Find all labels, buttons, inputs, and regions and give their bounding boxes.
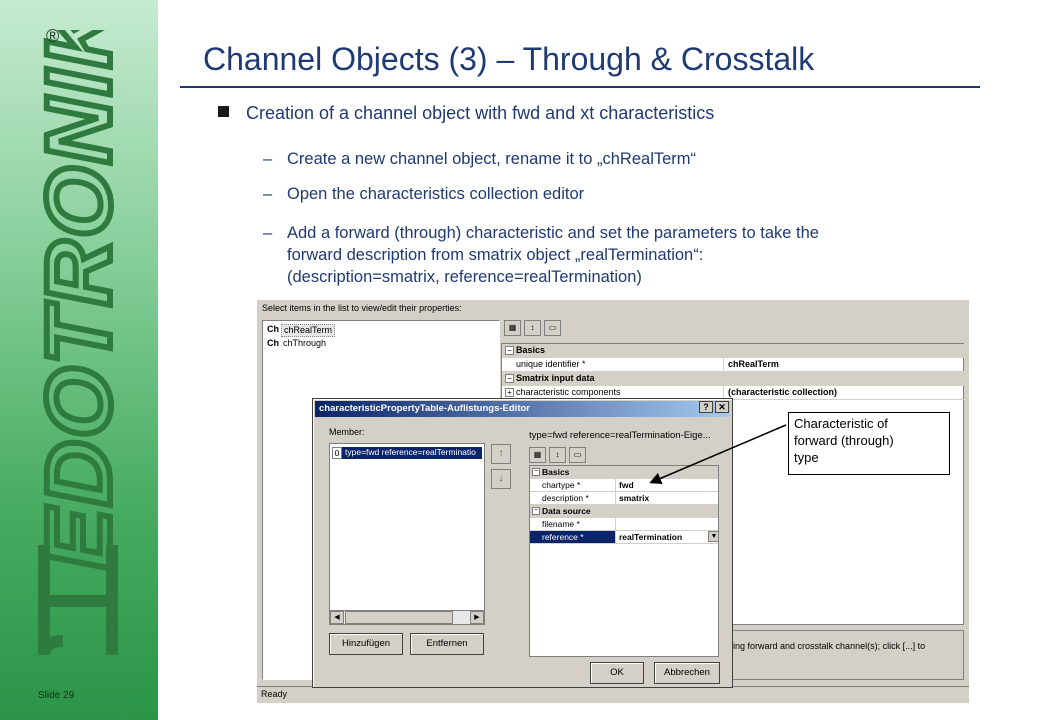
dialog-property-toolbar: ▦ ↕ ▭ [529,447,586,463]
cancel-button[interactable]: Abbrechen [654,662,720,684]
logo-wordmark: EDOTRONIK [28,30,130,570]
square-bullet-icon [218,106,229,117]
scroll-right-icon[interactable]: ▶ [470,611,484,624]
grid-row-chartype[interactable]: chartype *fwd [530,479,718,492]
slide-title: Channel Objects (3) – Through & Crosstal… [203,41,815,77]
sidebar: EDOTRONIK ® Slide 29 [0,0,158,720]
sub-item-3: – Add a forward (through) characteristic… [263,224,819,286]
title-underline [180,86,980,88]
horizontal-scrollbar[interactable]: ◀ ▶ [329,610,485,625]
move-up-button[interactable]: ↑ [491,444,511,464]
properties-title: type=fwd reference=realTermination-Eige.… [529,430,711,441]
collection-editor-dialog: characteristicPropertyTable-Auflistungs-… [312,398,733,688]
main-bullet: Creation of a channel object with fwd an… [218,103,714,124]
ok-button[interactable]: OK [590,662,644,684]
sort-az-icon[interactable]: ↕ [549,447,566,463]
move-down-button[interactable]: ↓ [491,469,511,489]
sub-item-2: –Open the characteristics collection edi… [263,185,585,203]
grid-category-data-source[interactable]: −Data source [530,505,718,518]
callout-line: forward (through) [794,433,894,448]
dropdown-arrow-icon[interactable]: ▼ [708,531,718,542]
grid-row-unique-identifier[interactable]: unique identifier *chRealTerm [502,358,965,372]
grid-row-characteristic-components[interactable]: +characteristic components(characteristi… [502,386,965,400]
add-button[interactable]: Hinzufügen [329,633,403,655]
collapse-icon[interactable]: − [532,468,540,476]
member-label: Member: [329,427,365,437]
grid-category-basics[interactable]: −Basics [502,344,965,358]
collapse-icon[interactable]: − [532,507,540,515]
sub-item-1: –Create a new channel object, rename it … [263,150,697,168]
expand-icon[interactable]: + [505,388,514,397]
grid-row-reference[interactable]: reference *realTermination▼ [530,531,718,544]
help-button[interactable]: ? [699,401,713,413]
app-hint: Select items in the list to view/edit th… [262,303,462,313]
categorized-icon[interactable]: ▦ [504,320,521,336]
description-text: ping forward and crosstalk channel(s); c… [728,641,926,651]
close-button[interactable]: ✕ [715,401,729,413]
grid-category-basics[interactable]: −Basics [530,466,718,479]
dialog-title: characteristicPropertyTable-Auflistungs-… [315,401,730,417]
grid-row-description[interactable]: description *smatrix [530,492,718,505]
callout-line: type [794,450,819,465]
scroll-left-icon[interactable]: ◀ [330,611,344,624]
sort-az-icon[interactable]: ↕ [524,320,541,336]
dialog-property-grid: −Basics chartype *fwd description *smatr… [529,465,719,657]
callout-box: Characteristic of forward (through) type [788,412,950,475]
callout-line: Characteristic of [794,416,888,431]
property-pages-icon[interactable]: ▭ [569,447,586,463]
property-pages-icon[interactable]: ▭ [544,320,561,336]
status-bar: Ready [257,686,969,703]
logo-mark-icon [38,545,118,655]
collapse-icon[interactable]: − [505,346,514,355]
grid-category-smatrix[interactable]: −Smatrix input data [502,372,965,386]
main-bullet-text: Creation of a channel object with fwd an… [246,103,715,123]
grid-row-filename[interactable]: filename * [530,518,718,531]
registered-mark: ® [46,26,60,46]
slide-number: Slide 29 [38,690,75,701]
remove-button[interactable]: Entfernen [410,633,484,655]
scroll-thumb[interactable] [345,611,453,624]
edotronik-logo: EDOTRONIK [25,30,133,655]
categorized-icon[interactable]: ▦ [529,447,546,463]
collapse-icon[interactable]: − [505,374,514,383]
property-toolbar: ▦ ↕ ▭ [504,320,584,340]
